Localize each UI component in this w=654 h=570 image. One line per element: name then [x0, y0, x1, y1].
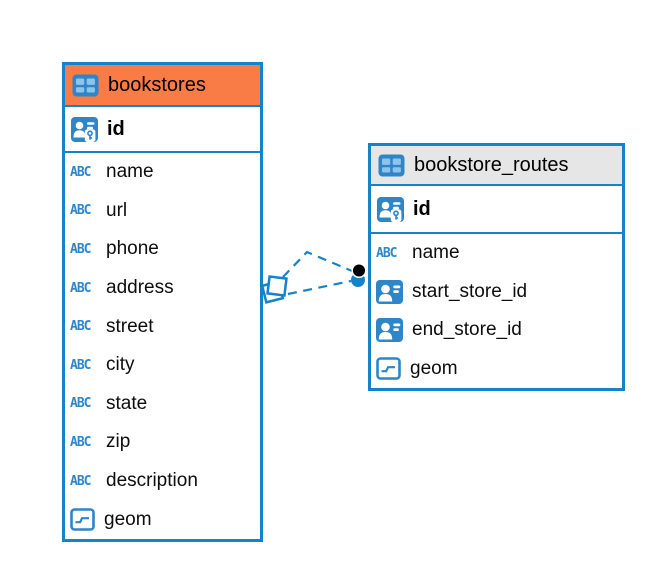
table-bookstores-header[interactable]: bookstores	[65, 65, 260, 107]
column-row[interactable]: ABC phone	[65, 230, 260, 269]
pk-column-name: id	[107, 117, 125, 140]
table-icon	[72, 74, 99, 97]
column-row[interactable]: geom	[65, 500, 260, 539]
text-type-icon: ABC	[70, 357, 91, 373]
column-name: geom	[410, 357, 458, 379]
text-type-icon: ABC	[70, 241, 91, 257]
column-name: city	[106, 354, 135, 376]
foreign-key-ref-icon	[376, 318, 403, 343]
relationship-line-2[interactable]	[287, 279, 352, 296]
text-type-icon: ABC	[70, 203, 91, 219]
text-type-icon: ABC	[70, 280, 91, 296]
column-name: name	[106, 161, 154, 183]
column-row[interactable]: ABC name	[65, 153, 260, 192]
text-type-icon: ABC	[70, 164, 91, 180]
column-name: start_store_id	[412, 280, 528, 302]
column-name: phone	[106, 238, 159, 260]
primary-key-icon	[71, 116, 98, 142]
pk-column-row[interactable]: id	[371, 186, 622, 234]
primary-key-icon	[377, 196, 404, 222]
pk-column-name: id	[413, 197, 431, 220]
column-row[interactable]: end_store_id	[371, 311, 622, 350]
column-row[interactable]: ABC zip	[65, 423, 260, 462]
column-name: description	[106, 470, 198, 492]
column-name: end_store_id	[412, 319, 522, 341]
table-bookstore-routes[interactable]: bookstore_routes id ABC name start_store_i…	[368, 143, 625, 391]
pk-column-row[interactable]: id	[65, 107, 260, 153]
table-icon	[378, 154, 405, 177]
table-title: bookstores	[108, 73, 206, 96]
column-name: name	[412, 242, 460, 264]
column-name: street	[106, 315, 154, 337]
text-type-icon: ABC	[70, 396, 91, 412]
column-row[interactable]: ABC url	[65, 192, 260, 231]
text-type-icon: ABC	[376, 245, 397, 261]
column-name: geom	[104, 508, 152, 530]
column-name: state	[106, 392, 148, 414]
relationship-line-1[interactable]	[282, 250, 353, 278]
table-bookstore-routes-header[interactable]: bookstore_routes	[371, 146, 622, 186]
relationship-source-marker[interactable]	[260, 275, 288, 304]
text-type-icon: ABC	[70, 473, 91, 489]
column-name: address	[106, 277, 174, 299]
column-row[interactable]: geom	[371, 350, 622, 389]
text-type-icon: ABC	[70, 319, 91, 335]
column-row[interactable]: ABC city	[65, 346, 260, 385]
geometry-type-icon	[70, 508, 95, 531]
column-row[interactable]: ABC description	[65, 462, 260, 501]
column-row[interactable]: ABC street	[65, 307, 260, 346]
column-row[interactable]: start_store_id	[371, 273, 622, 312]
column-name: url	[106, 199, 128, 221]
foreign-key-ref-icon	[376, 279, 403, 304]
column-row[interactable]: ABC address	[65, 269, 260, 308]
column-row[interactable]: ABC name	[371, 234, 622, 273]
table-title: bookstore_routes	[414, 153, 569, 176]
relationship-target-marker[interactable]	[351, 262, 367, 287]
geometry-type-icon	[376, 357, 401, 381]
column-row[interactable]: ABC state	[65, 385, 260, 424]
text-type-icon: ABC	[70, 434, 91, 450]
column-name: zip	[106, 431, 131, 453]
